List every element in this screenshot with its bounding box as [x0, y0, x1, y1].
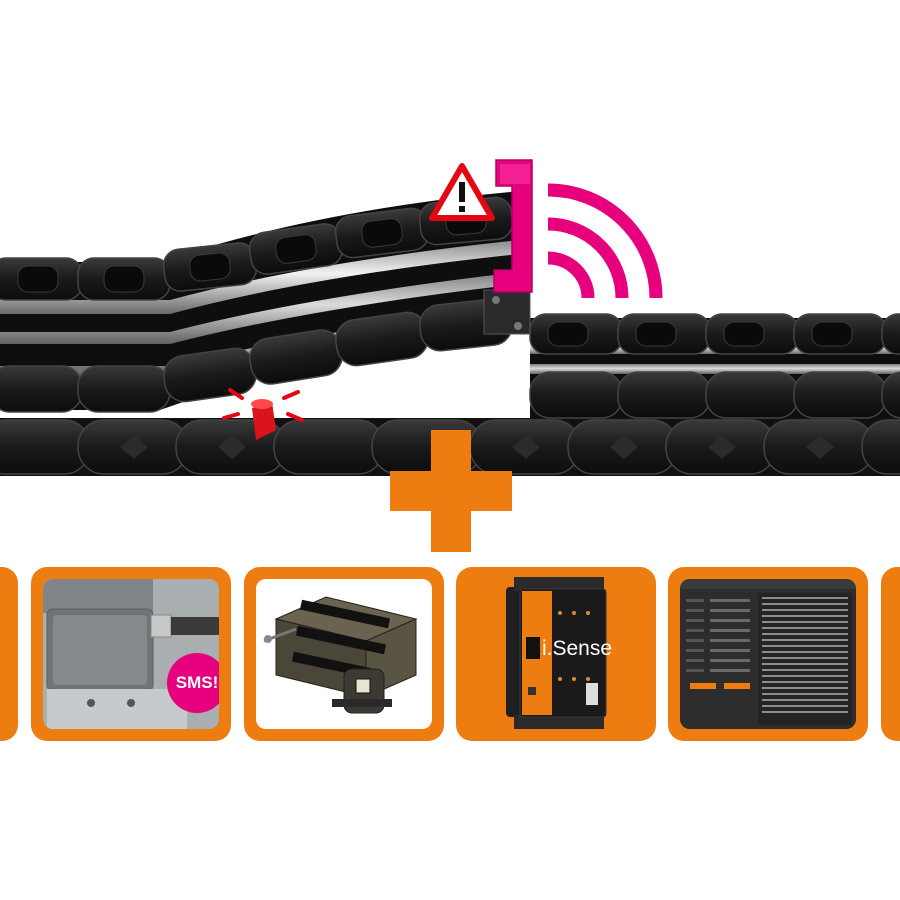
- lower-chain-run: [0, 418, 900, 476]
- cad-drawing: [256, 579, 432, 729]
- isense-brand-label: i.Sense: [542, 637, 612, 660]
- left-chain-run: [0, 190, 530, 413]
- sms-photo: SMS!: [43, 579, 219, 729]
- cad-illustration: [256, 579, 432, 729]
- software-ui-mockup: [680, 579, 856, 729]
- sensor-bracket: [483, 159, 533, 335]
- right-chain-run: [529, 313, 900, 419]
- broken-pin-icon: [222, 388, 304, 440]
- tile-partial-left: [0, 567, 18, 741]
- tile-isense-module: i.Sense: [456, 567, 656, 741]
- tile-configuration-software: [668, 567, 868, 741]
- isense-device: i.Sense: [506, 577, 612, 729]
- sms-badge: SMS!: [167, 653, 219, 713]
- software-screenshot: [680, 579, 856, 729]
- energy-chain-illustration: [0, 159, 900, 476]
- tile-partial-right: [881, 567, 900, 741]
- tile-sms-alert: SMS!: [31, 567, 231, 741]
- wireless-signal-icon: [547, 183, 663, 299]
- tile-chain-sensor-cad: [244, 567, 444, 741]
- plus-icon-bar: [390, 471, 512, 511]
- warning-triangle-icon: [429, 163, 495, 221]
